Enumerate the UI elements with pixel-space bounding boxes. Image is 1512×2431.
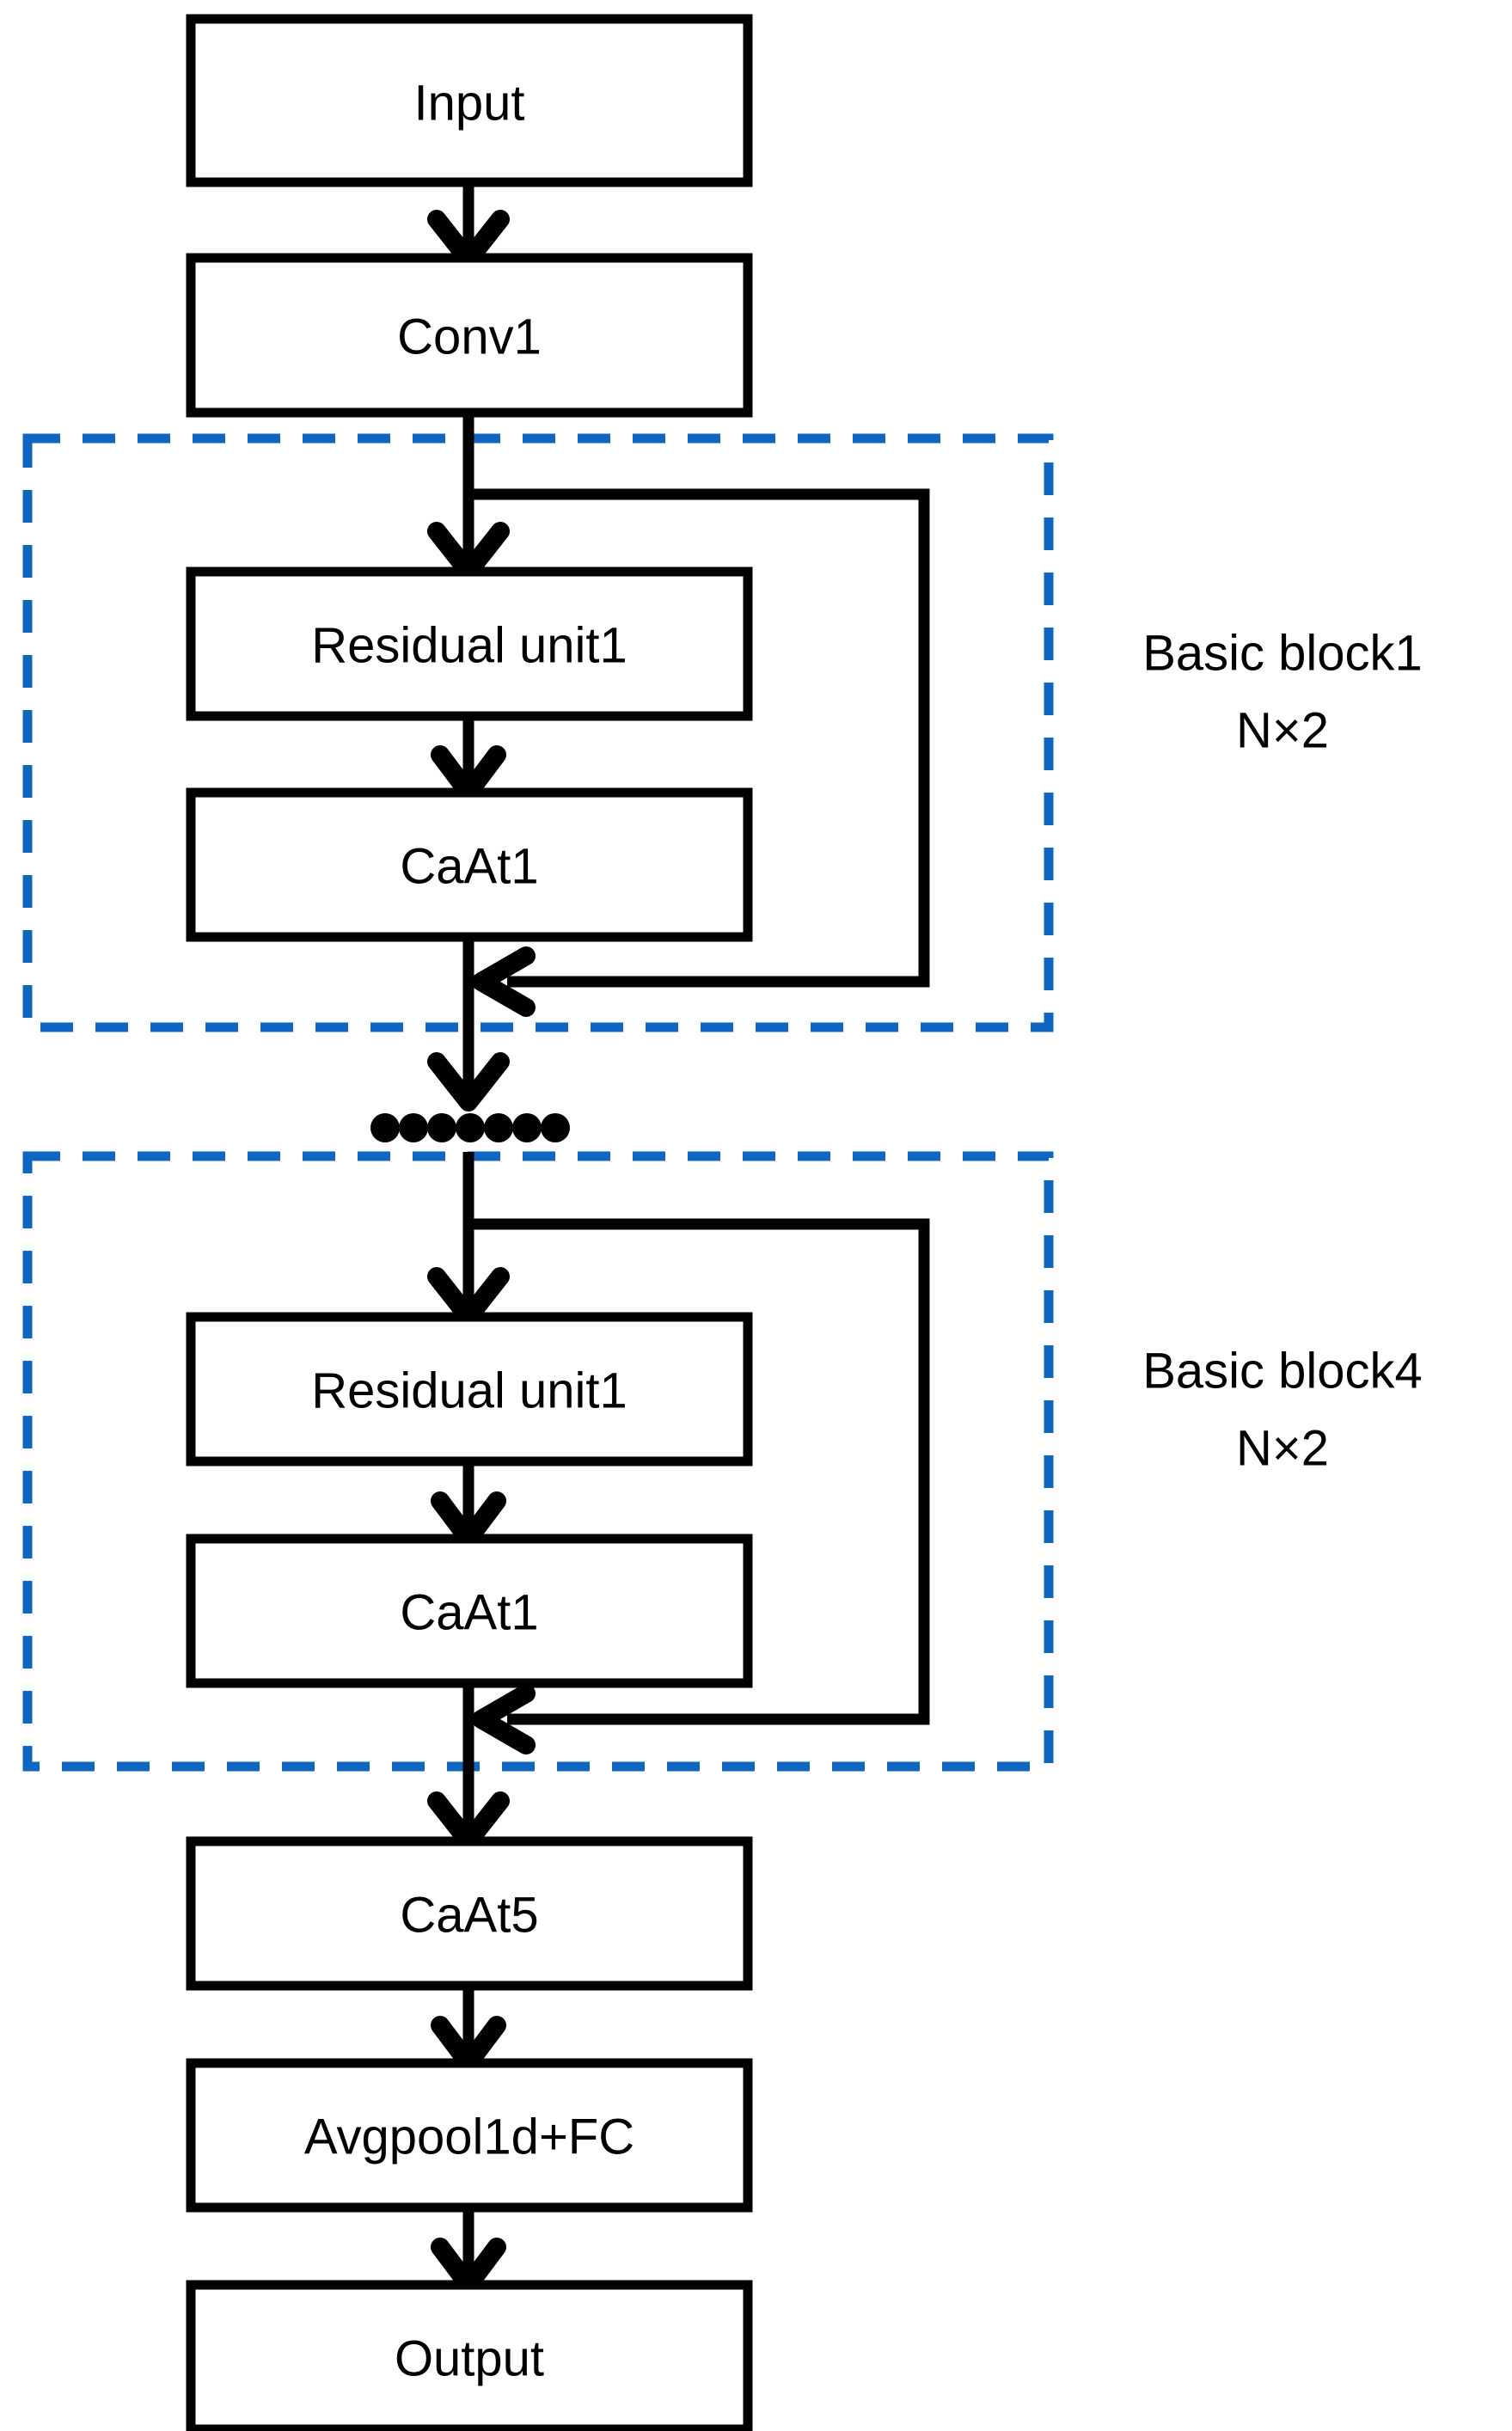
node-output[interactable]: Output — [186, 2280, 753, 2431]
node-input-label: Input — [414, 76, 525, 132]
node-residual-unit1-block4[interactable]: Residual unit1 — [186, 1312, 753, 1467]
node-caat1-block4-label: CaAt1 — [400, 1585, 538, 1641]
ellipsis-dots — [370, 1113, 570, 1142]
group-label-basic-block1: Basic block1 N×2 — [1142, 626, 1423, 759]
node-caat1-block4[interactable]: CaAt1 — [186, 1534, 753, 1688]
skip-merge-arrowhead-block4 — [472, 1684, 536, 1754]
node-avgpool-fc-label: Avgpool1d+FC — [304, 2110, 634, 2165]
group-label-basic-block1-repeat: N×2 — [1236, 703, 1329, 759]
node-residual-unit1-block4-label: Residual unit1 — [311, 1363, 627, 1419]
group-box-basic-block4 — [22, 1151, 1054, 1772]
group-box-basic-block1 — [22, 433, 1054, 1032]
skip-connection-block1 — [468, 488, 930, 988]
node-caat1-block1-label: CaAt1 — [400, 839, 538, 895]
node-caat1-block1[interactable]: CaAt1 — [186, 787, 753, 942]
group-label-basic-block4: Basic block4 N×2 — [1142, 1344, 1423, 1477]
node-conv1-label: Conv1 — [397, 309, 542, 365]
skip-connection-block4 — [468, 1218, 930, 1725]
node-caat5[interactable]: CaAt5 — [186, 1836, 753, 1991]
node-input[interactable]: Input — [186, 14, 753, 187]
node-residual-unit1-block1[interactable]: Residual unit1 — [186, 566, 753, 721]
node-residual-unit1-block1-label: Residual unit1 — [311, 618, 627, 674]
arrowhead-caat1-block1-down — [427, 1052, 510, 1111]
node-avgpool-fc[interactable]: Avgpool1d+FC — [186, 2058, 753, 2213]
node-conv1[interactable]: Conv1 — [186, 253, 753, 418]
group-label-basic-block4-repeat: N×2 — [1236, 1421, 1329, 1477]
node-caat5-label: CaAt5 — [400, 1888, 538, 1944]
skip-merge-arrowhead-block1 — [472, 946, 536, 1017]
node-output-label: Output — [395, 2331, 544, 2387]
group-label-basic-block1-name: Basic block1 — [1142, 626, 1423, 682]
group-label-basic-block4-name: Basic block4 — [1142, 1344, 1423, 1399]
